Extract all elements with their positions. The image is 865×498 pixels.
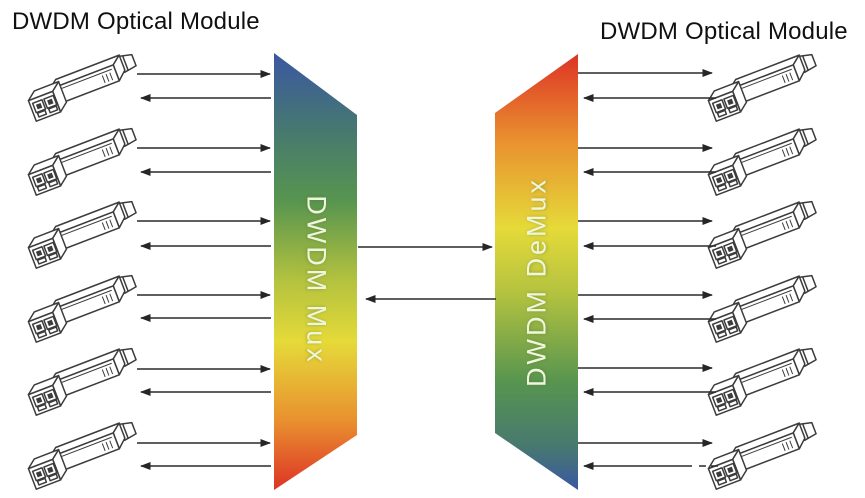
left-column-title: DWDM Optical Module	[12, 8, 260, 35]
dwdm-demux-trapezoid	[495, 54, 578, 490]
right-column-title: DWDM Optical Module	[600, 18, 848, 45]
arrow-group	[137, 69, 718, 470]
dwdm-mux-trapezoid	[274, 53, 357, 490]
